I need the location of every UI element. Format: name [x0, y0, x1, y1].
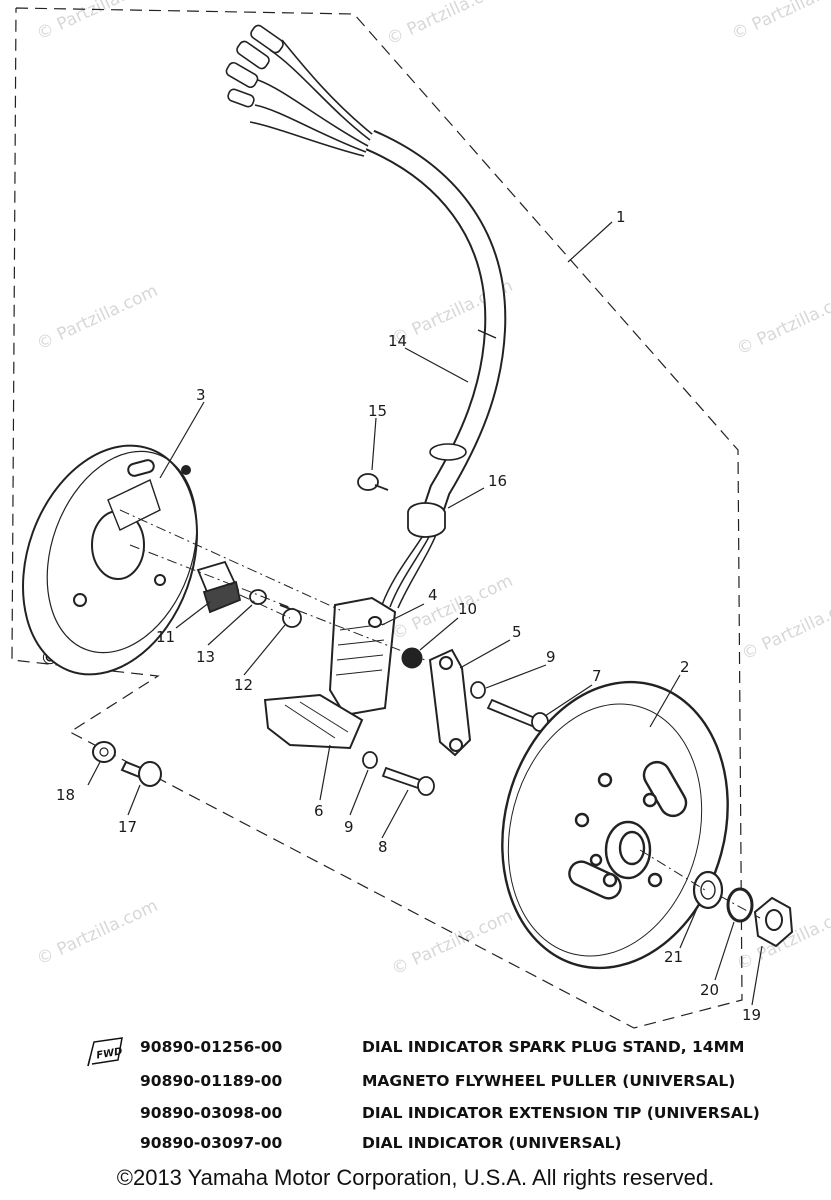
- washer-9a: [470, 681, 486, 699]
- screw-7: [486, 698, 549, 732]
- callout-3: 3: [196, 386, 206, 404]
- callout-21: 21: [664, 948, 683, 966]
- callout-9b: 9: [344, 818, 354, 836]
- tool-part-number: 90890-01189-00: [140, 1072, 283, 1090]
- bolt-17: [120, 760, 162, 787]
- callout-6: 6: [314, 802, 324, 820]
- callout-4: 4: [428, 586, 438, 604]
- watermark: © Partzilla.com: [739, 591, 831, 665]
- callout-15: 15: [368, 402, 387, 420]
- callout-11: 11: [156, 628, 175, 646]
- watermark: © Partzilla.com: [389, 571, 516, 645]
- callout-10: 10: [458, 600, 477, 618]
- callout-12: 12: [234, 676, 253, 694]
- screw-15: [357, 473, 389, 491]
- copyright-notice: ©2013 Yamaha Motor Corporation, U.S.A. A…: [116, 1165, 715, 1190]
- tool-part-number: 90890-01256-00: [140, 1038, 283, 1056]
- tool-part-number: 90890-03097-00: [140, 1134, 283, 1152]
- screw-8: [381, 766, 435, 796]
- callout-14: 14: [388, 332, 407, 350]
- ignition-coil: [328, 596, 397, 717]
- alignment-lines: [119, 509, 761, 919]
- tool-description: DIAL INDICATOR SPARK PLUG STAND, 14MM: [362, 1038, 745, 1056]
- pulser-coil: [263, 693, 364, 750]
- watermark: © Partzilla.com: [384, 0, 511, 50]
- pulser-bracket: [428, 648, 472, 757]
- callout-9a: 9: [546, 648, 556, 666]
- stator-plate: [22, 444, 198, 676]
- tool-description: MAGNETO FLYWHEEL PULLER (UNIVERSAL): [362, 1072, 736, 1090]
- washer-18-hole: [99, 747, 109, 757]
- callout-16: 16: [488, 472, 507, 490]
- callouts: 1 2 3 4 5 6 7 8 9 9 10 11 12 13 14 15 16…: [56, 208, 761, 1024]
- nut-19: [753, 896, 794, 948]
- exploded-view-diagram: © Partzilla.com © Partzilla.com © Partzi…: [11, 0, 831, 1029]
- callout-8: 8: [378, 838, 388, 856]
- callout-5: 5: [512, 623, 522, 641]
- watermark: © Partzilla.com: [729, 0, 831, 45]
- washer-13: [249, 589, 267, 605]
- spacer-10: [401, 647, 423, 669]
- callout-7: 7: [592, 667, 602, 685]
- tool-description: DIAL INDICATOR (UNIVERSAL): [362, 1134, 622, 1152]
- washer-9b: [362, 751, 378, 769]
- watermark: © Partzilla.com: [34, 896, 161, 970]
- callout-2: 2: [680, 658, 690, 676]
- watermark: © Partzilla.com: [389, 906, 516, 980]
- callout-20: 20: [700, 981, 719, 999]
- fwd-flag-icon: FWD: [87, 1037, 124, 1067]
- callout-17: 17: [118, 818, 137, 836]
- wire-harness: [225, 24, 507, 609]
- lock-washer-20: [726, 887, 754, 923]
- washer-21-hole: [700, 880, 716, 900]
- connector-plugs: [225, 24, 284, 108]
- watermark: © Partzilla.com: [34, 0, 161, 45]
- watermark: © Partzilla.com: [734, 286, 831, 360]
- watermark: © Partzilla.com: [34, 281, 161, 355]
- flywheel-rotor: [501, 680, 729, 970]
- leader-lines: [87, 221, 763, 1006]
- contact-breaker: [196, 560, 242, 614]
- callout-13: 13: [196, 648, 215, 666]
- tool-part-number: 90890-03098-00: [140, 1104, 283, 1122]
- callout-18: 18: [56, 786, 75, 804]
- callout-1: 1: [616, 208, 626, 226]
- fwd-label: FWD: [96, 1046, 124, 1061]
- screw-12: [279, 604, 302, 628]
- tool-description: DIAL INDICATOR EXTENSION TIP (UNIVERSAL): [362, 1104, 760, 1122]
- callout-19: 19: [742, 1006, 761, 1024]
